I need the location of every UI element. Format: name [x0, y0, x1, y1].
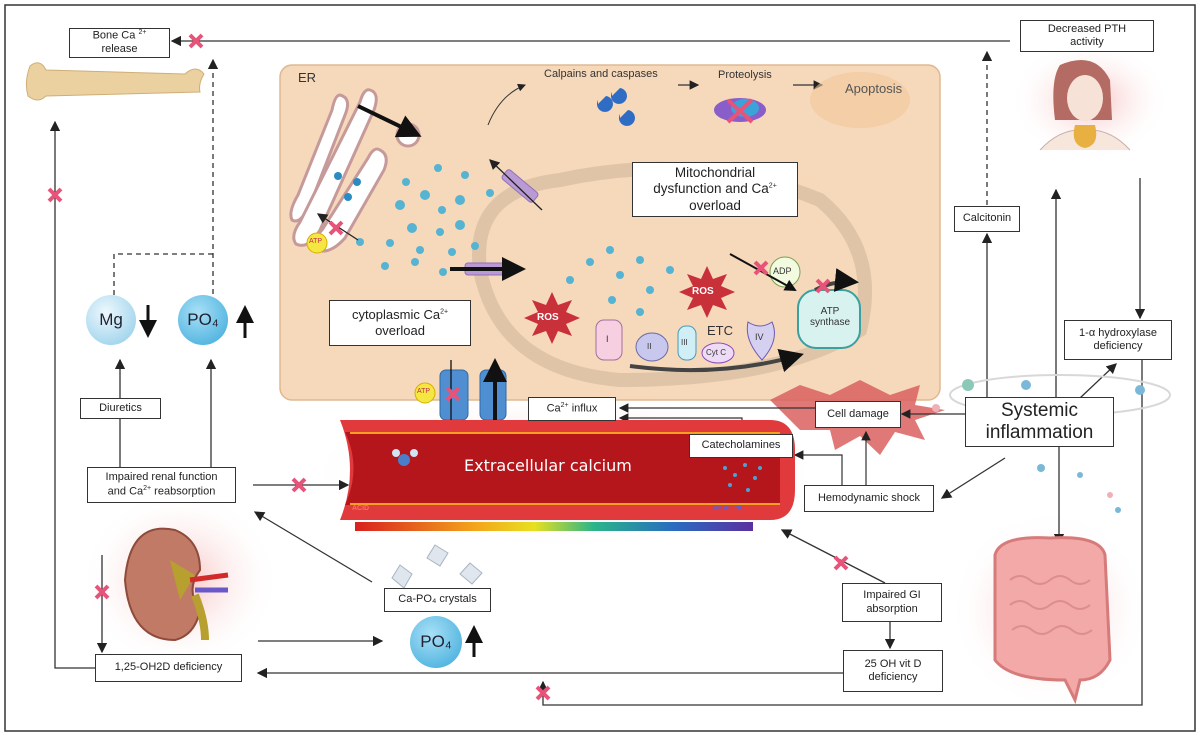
ros-star-2 — [679, 266, 735, 318]
mg-ion: Mg — [86, 295, 136, 345]
ros-label-2: ROS — [692, 286, 714, 297]
pth-label: Decreased PTH — [1047, 22, 1127, 35]
cell-damage-label: Cell damage — [827, 407, 889, 420]
ca-po4-crystals-box: Ca-PO₄ crystals — [384, 588, 491, 612]
atp-pump-icon — [306, 232, 328, 254]
blood-vessel-icon — [340, 420, 795, 520]
diuretics-label: Diuretics — [99, 401, 142, 414]
caspase-icon — [596, 88, 635, 126]
complex-i-label: I — [606, 334, 609, 344]
cyt-c-label: Cyt C — [706, 348, 726, 357]
etc-label: ETC — [707, 323, 733, 338]
mitochondrion-icon — [472, 161, 872, 388]
blocked-x-icons — [47, 33, 849, 701]
complex-ii-icon — [635, 332, 669, 362]
hydroxylase-label-2: deficiency — [1093, 340, 1143, 352]
crystals-label: Ca-PO₄ crystals — [398, 593, 477, 606]
intestine-icon — [993, 536, 1112, 705]
bone-release-label: Bone Ca 2+release — [92, 29, 147, 56]
extracellular-calcium-label: Extracellular calcium — [464, 456, 632, 475]
atp-label: ATP — [309, 238, 323, 245]
hemodynamic-shock-box: Hemodynamic shock — [804, 485, 934, 512]
bone-icon — [25, 62, 205, 101]
apoptosis-label: Apoptosis — [845, 81, 903, 96]
influx-label: Ca2+ influx — [546, 402, 598, 415]
complex-iii-icon — [677, 325, 697, 361]
complex-iv-icon — [746, 321, 775, 361]
complex-i-icon — [595, 319, 623, 361]
crystal-icon — [391, 544, 483, 589]
woman-thyroid-icon — [1039, 60, 1131, 151]
outer-frame — [4, 4, 1196, 732]
hydroxylase-label: 1-α hydroxylase — [1079, 326, 1157, 339]
vitd-125-deficiency-box: 1,25-OH2D deficiency — [95, 654, 242, 682]
catecholamines-label: Catecholamines — [701, 439, 781, 452]
hemodynamic-label: Hemodynamic shock — [817, 491, 921, 504]
systemic-label-2: inflammation — [985, 422, 1094, 443]
proteolysis-label: Proteolysis — [718, 69, 772, 81]
complex-iii-label: III — [681, 338, 688, 347]
catecholamines-box: Catecholamines — [689, 434, 793, 458]
calpains-label: Calpains and caspases — [544, 68, 658, 80]
apoptotic-cell-icon — [810, 72, 910, 128]
po4-ion: PO₄ — [178, 295, 228, 345]
calcium-ions-vessel — [723, 463, 762, 492]
atp-label-2: ATP — [417, 388, 431, 395]
alkaline-label: AKALINE — [713, 505, 745, 512]
ph-gradient-bar — [355, 522, 753, 531]
adp-label: ADP — [773, 266, 792, 276]
ca-influx-box: Ca2+ influx — [528, 397, 616, 421]
calcitonin-box: Calcitonin — [954, 206, 1020, 232]
calcitonin-label: Calcitonin — [962, 212, 1012, 225]
mito-efflux-channel-icon — [501, 169, 539, 203]
ros-star-1 — [524, 292, 580, 344]
po4-label: PO₄ — [187, 310, 219, 329]
cell-damage-box: Cell damage — [815, 401, 901, 428]
po4-ion-lower: PO₄ — [410, 616, 462, 668]
systemic-label: Systemic — [1000, 400, 1079, 422]
cytoplasmic-overload-box: cytoplasmic Ca2+overload — [329, 300, 471, 346]
calcium-ions — [334, 164, 674, 316]
er-label: ER — [298, 70, 317, 85]
bone-release-box: Bone Ca 2+release — [69, 28, 170, 58]
blocked-x-icon — [726, 98, 754, 124]
water-molecule-icon — [392, 449, 418, 466]
kidney-icon — [123, 527, 229, 642]
diuretics-box: Diuretics — [80, 398, 161, 419]
acid-label: ACID — [352, 505, 370, 512]
atp-synthase-label: ATP synthase — [809, 306, 851, 328]
complex-ii-label: II — [647, 342, 652, 351]
mg-label: Mg — [99, 310, 123, 329]
complex-iv-label: IV — [755, 332, 764, 342]
po4-label: PO₄ — [420, 632, 452, 651]
cyt-c-icon — [701, 342, 735, 364]
vitd-125-label: 1,25-OH2D deficiency — [114, 661, 223, 674]
ros-label: ROS — [537, 312, 559, 323]
pth-label-2: activity — [1070, 36, 1104, 48]
